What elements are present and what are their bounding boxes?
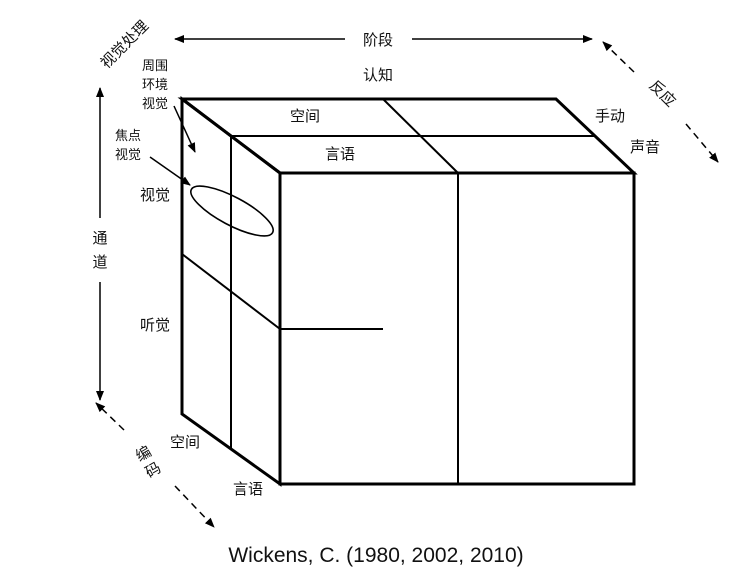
code-spatial-label: 空间 (170, 433, 200, 451)
channels-axis-label: 通道 (92, 229, 107, 271)
codes-arrow-up (95, 402, 125, 431)
ambient-vision-pointer (173, 105, 196, 153)
code-verbal-label: 言语 (233, 480, 263, 498)
responses-arrow-down (685, 123, 719, 163)
response-vocal-label: 声音 (630, 138, 660, 156)
focal-vision-ellipse (190, 185, 274, 237)
cognition-label: 认知 (363, 66, 393, 84)
cube-dividers (181, 98, 596, 484)
codes-axis-label: 编码 (132, 442, 164, 482)
focal-vision-label: 焦点视觉 (115, 129, 141, 163)
top-face-verbal-label: 言语 (325, 145, 355, 163)
channel-auditory-label: 听觉 (140, 316, 170, 334)
axis-arrows (95, 35, 719, 528)
cube (177, 95, 638, 487)
top-stage-divider (382, 98, 459, 174)
responses-axis-label: 反应 (646, 76, 680, 110)
codes-arrow-down (174, 485, 215, 528)
left-channel-divider (181, 253, 281, 330)
channel-visual-label: 视觉 (140, 186, 170, 204)
stages-axis-label: 阶段 (363, 31, 393, 49)
ambient-vision-label: 周围环境视觉 (142, 59, 168, 112)
response-manual-label: 手动 (595, 107, 625, 125)
citation-caption: Wickens, C. (1980, 2002, 2010) (228, 544, 523, 567)
responses-arrow-up (602, 41, 635, 73)
focal-vision-pointer (149, 156, 191, 186)
top-face-spatial-label: 空间 (290, 107, 320, 125)
